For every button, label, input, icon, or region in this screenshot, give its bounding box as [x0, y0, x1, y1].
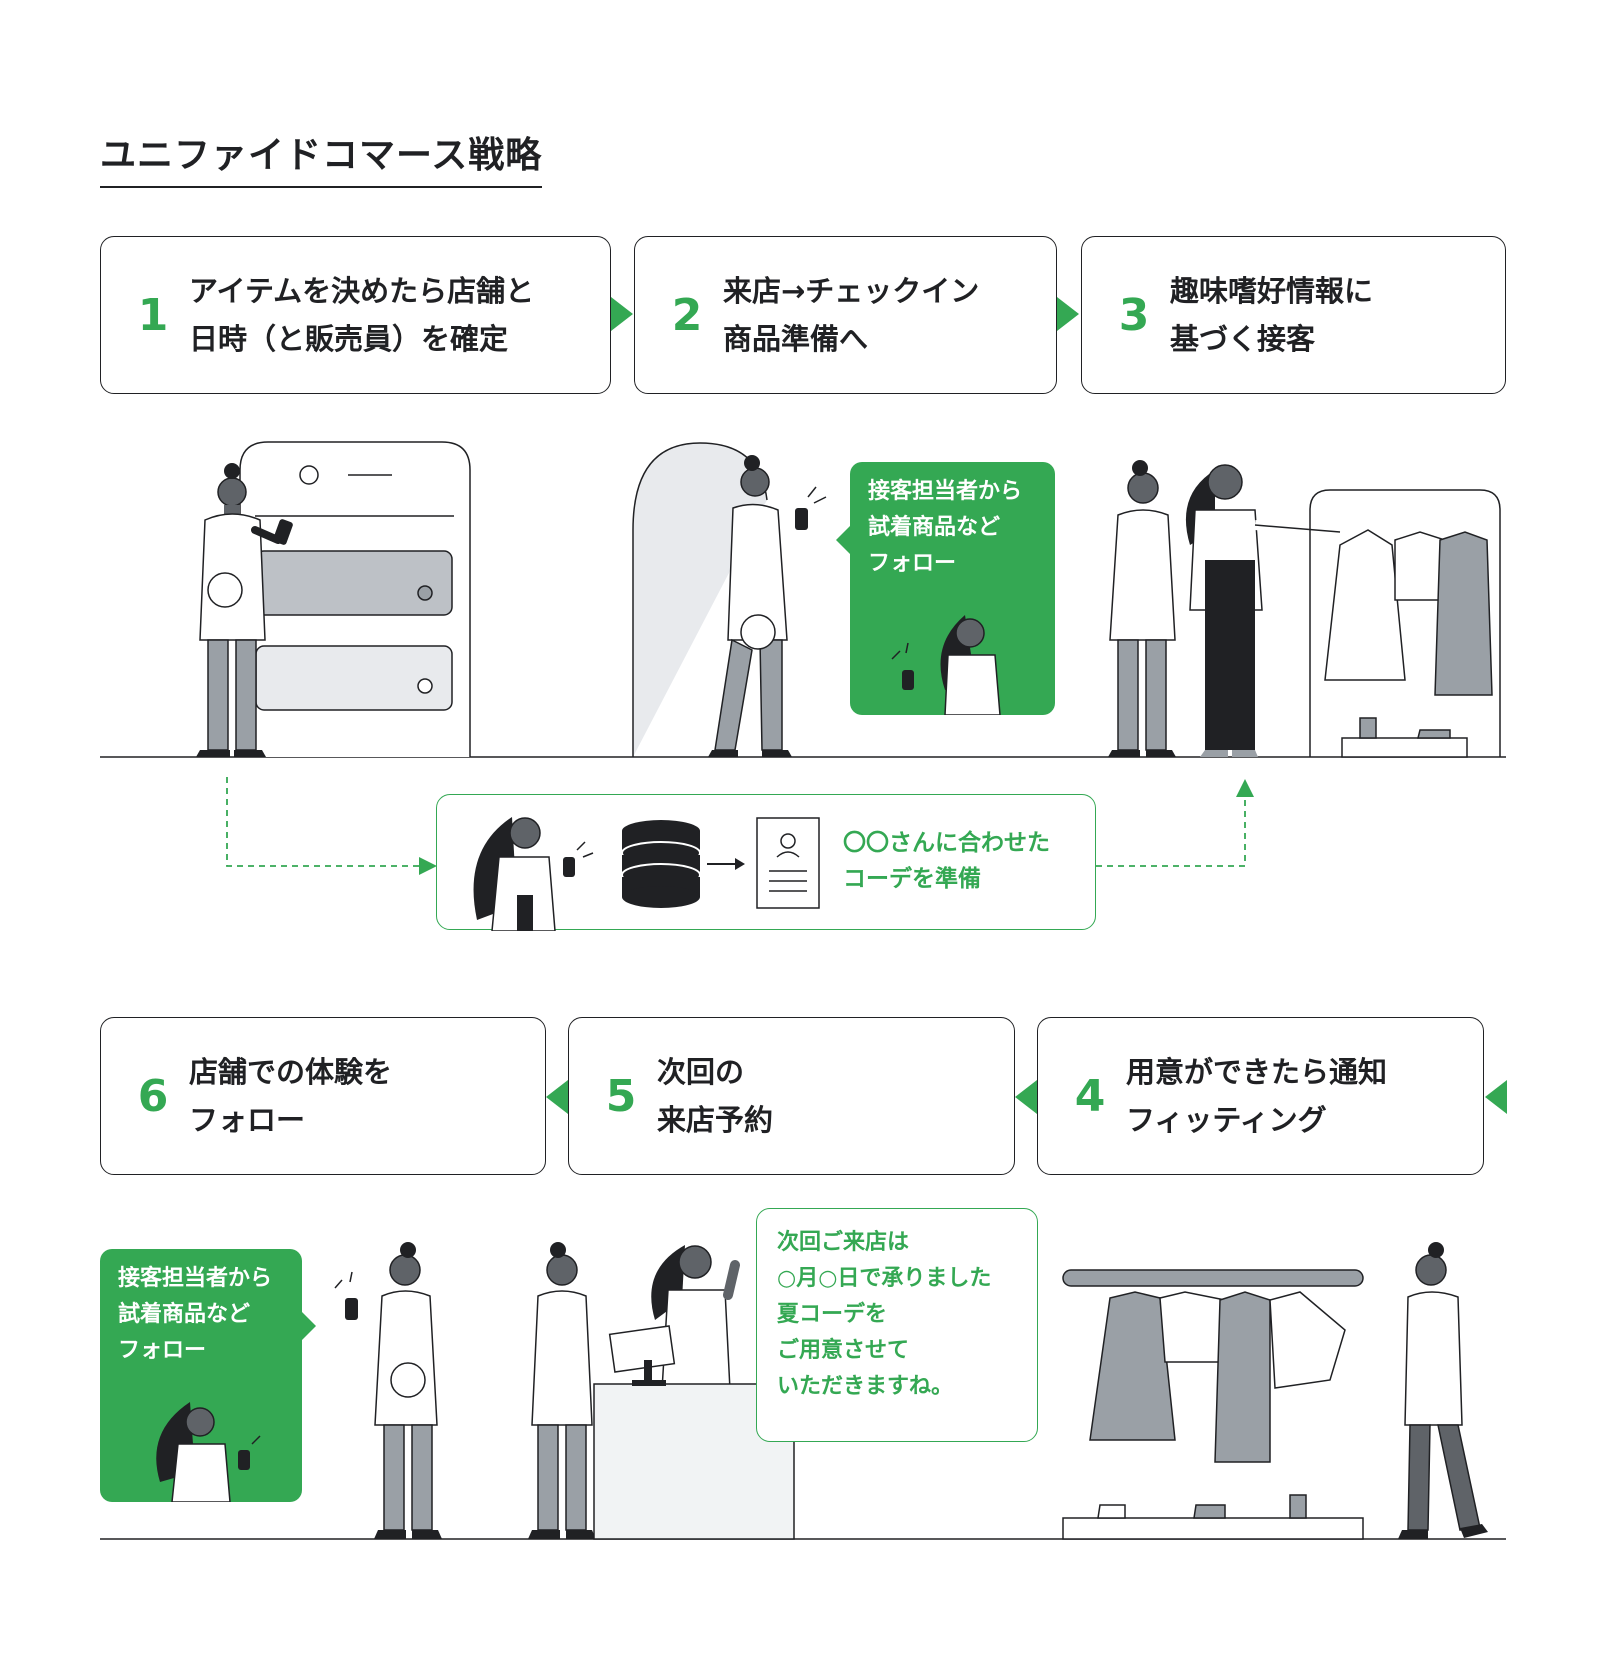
stylist-figure	[651, 1245, 740, 1391]
step-3-line-2: 基づく接客	[1170, 322, 1316, 356]
step-1-line-2: 日時（と販売員）を確定	[189, 322, 509, 356]
bubble-line: フォロー	[118, 1338, 207, 1363]
arrow-left-icon	[1015, 1080, 1037, 1114]
arrow-right-icon	[611, 297, 633, 331]
center-box-line: コーデを準備	[843, 866, 981, 892]
arrow-left-icon	[1485, 1080, 1507, 1114]
step-6-number: 6	[137, 1070, 169, 1122]
arrow-right-icon	[707, 858, 745, 870]
bubble-line: 試着商品など	[868, 515, 1001, 540]
step-1-number: 1	[137, 289, 169, 341]
bubble-line: フォロー	[868, 551, 957, 576]
step-6-line-1: 店舗での体験を	[189, 1055, 393, 1089]
reservation-bubble: 次回ご来店は ○月○日で承りました 夏コーデを ご用意させて いただきますね。	[756, 1208, 1038, 1442]
stylist-figure	[1185, 464, 1341, 757]
step-3-box: 3 趣味嗜好情報に 基づく接客	[1081, 236, 1506, 394]
staff-with-phone-icon	[891, 615, 1001, 715]
customer-figure	[528, 1242, 596, 1539]
staff-with-phone-icon	[156, 1402, 261, 1502]
bubble-line: 次回ご来店は	[777, 1230, 910, 1255]
step-6-line-2: フォロー	[189, 1103, 306, 1137]
step-3-line-1: 趣味嗜好情報に	[1170, 274, 1374, 308]
phone-ui-icon	[239, 441, 471, 757]
customer-figure	[708, 455, 827, 757]
customer-figure	[1398, 1242, 1488, 1539]
step-5-line-1: 次回の	[657, 1055, 745, 1089]
center-box-line: 〇〇さんに合わせた	[843, 830, 1050, 856]
step-2-number: 2	[671, 289, 703, 341]
bubble-line: いただきますね。	[777, 1374, 954, 1399]
arrow-right-icon	[1057, 297, 1079, 331]
step-6-box: 6 店舗での体験を フォロー	[100, 1017, 546, 1175]
step-2-line-2: 商品準備へ	[723, 322, 869, 356]
follow-up-bubble: 接客担当者から 試着商品など フォロー	[100, 1249, 302, 1502]
database-icon	[621, 820, 701, 908]
customer-figure	[1108, 460, 1176, 757]
bubble-line: 試着商品など	[118, 1302, 251, 1327]
customer-figure	[196, 463, 293, 757]
step-5-line-2: 来店予約	[657, 1103, 774, 1137]
register-icon	[608, 1325, 676, 1386]
step-4-line-2: フィッティング	[1126, 1103, 1327, 1137]
bubble-line: 夏コーデを	[777, 1302, 888, 1327]
follow-up-bubble: 接客担当者から 試着商品など フォロー	[850, 462, 1055, 715]
step-2-box: 2 来店→チェックイン 商品準備へ	[634, 236, 1057, 394]
bubble-line: 接客担当者から	[118, 1266, 273, 1291]
page-title: ユニファイドコマース戦略	[100, 126, 543, 188]
dashed-flow-arrow	[1096, 779, 1254, 867]
clothing-rack	[1309, 489, 1501, 758]
bubble-line: ○月○日で承りました	[777, 1266, 992, 1291]
step-5-box: 5 次回の 来店予約	[568, 1017, 1015, 1175]
profile-document-icon	[756, 817, 820, 909]
step-2-line-1: 来店→チェックイン	[723, 274, 980, 308]
bubble-line: ご用意させて	[777, 1338, 910, 1363]
clothing-rack	[1062, 1269, 1364, 1540]
dashed-flow-arrow	[226, 777, 437, 875]
arrow-left-icon	[546, 1080, 568, 1114]
bubble-tail-icon	[836, 526, 850, 554]
step-4-box: 4 用意ができたら通知 フィッティング	[1037, 1017, 1484, 1175]
step-3-number: 3	[1118, 289, 1150, 341]
data-preparation-box: 〇〇さんに合わせた コーデを準備	[436, 794, 1096, 931]
step-5-number: 5	[605, 1070, 637, 1122]
customer-figure	[334, 1242, 442, 1539]
bubble-tail-icon	[302, 1312, 316, 1340]
step-1-line-1: アイテムを決めたら店舗と	[189, 274, 535, 308]
step-1-box: 1 アイテムを決めたら店舗と 日時（と販売員）を確定	[100, 236, 611, 394]
step-4-line-1: 用意ができたら通知	[1126, 1055, 1388, 1089]
step-4-number: 4	[1074, 1070, 1106, 1122]
bubble-line: 接客担当者から	[868, 479, 1023, 504]
staff-with-phone-icon	[473, 817, 594, 931]
